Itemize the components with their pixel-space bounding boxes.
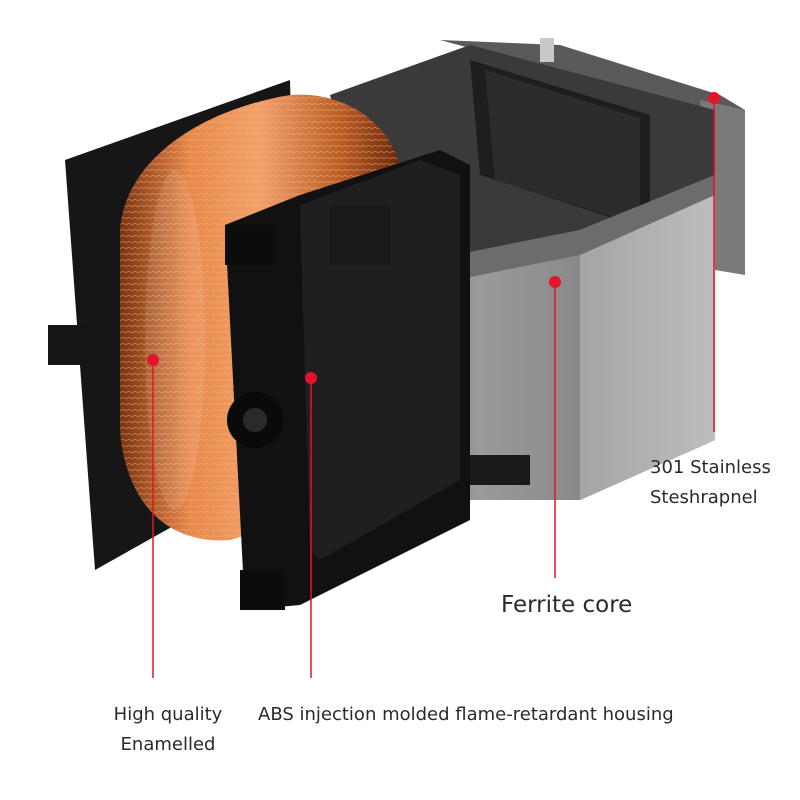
wire-label-line1: High quality — [113, 704, 223, 725]
wire-marker — [147, 354, 159, 366]
ferrite-marker — [549, 276, 561, 288]
abs-marker — [305, 372, 317, 384]
steel-label-line1: 301 Stainless — [650, 457, 771, 478]
front-housing — [225, 150, 470, 610]
abs-housing-label: ABS injection molded flame-retardant hou… — [258, 704, 674, 725]
enamelled-wire-label: High quality Enamelled — [98, 700, 238, 760]
wire-label-line2: Enamelled — [120, 734, 216, 755]
annotation-markers — [147, 92, 720, 678]
steel-label-line2: Steshrapnel — [650, 487, 758, 508]
steel-shrapnel-label: 301 Stainless Steshrapnel — [650, 453, 771, 513]
ferrite-core-label: Ferrite core — [501, 592, 633, 618]
steel-marker — [708, 92, 720, 104]
